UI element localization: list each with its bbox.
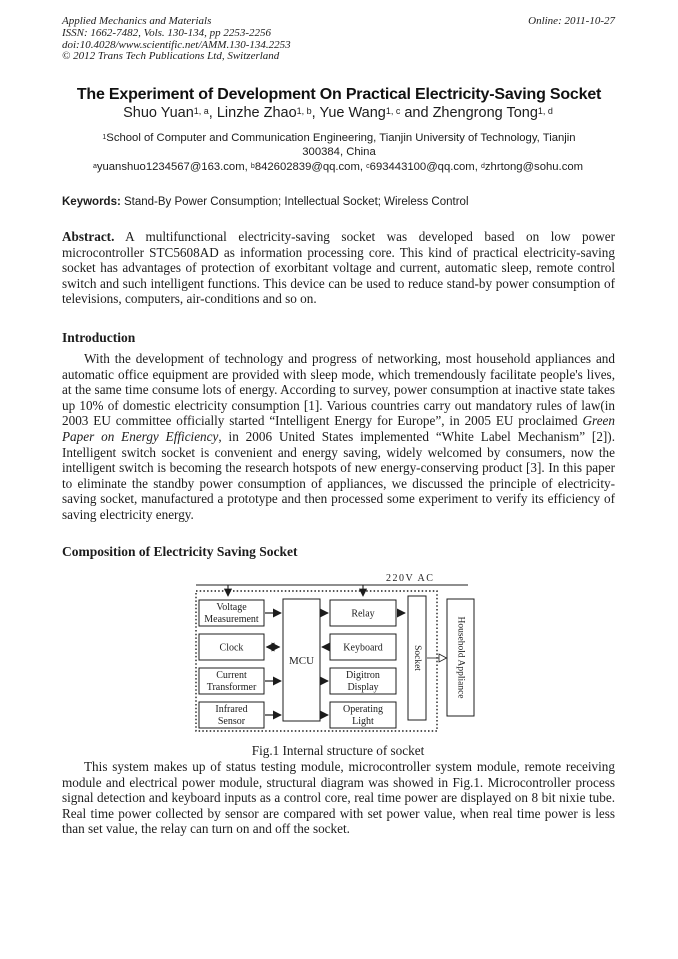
journal-doi: doi:10.4028/www.scientific.net/AMM.130-1… bbox=[62, 38, 291, 51]
author-line: Shuo Yuan1, a, Linzhe Zhao1, b, Yue Wang… bbox=[62, 105, 614, 121]
author-name: Shuo Yuan bbox=[123, 105, 194, 121]
relay-box bbox=[329, 599, 397, 627]
email-sup: a bbox=[92, 162, 97, 170]
email-separator: , bbox=[359, 161, 367, 173]
operating-light-label-line2: Light bbox=[352, 716, 374, 727]
email-sup: b bbox=[250, 162, 255, 170]
paper-title: The Experiment of Development On Practic… bbox=[76, 86, 602, 103]
current-transformer-label-line2: Transformer bbox=[207, 682, 257, 693]
affiliation-text: School of Computer and Communication Eng… bbox=[106, 132, 576, 158]
composition-paragraph: This system makes up of status testing m… bbox=[62, 759, 615, 837]
mcu-label: MCU bbox=[289, 655, 314, 667]
relay-label: Relay bbox=[351, 609, 374, 620]
digitron-display-box bbox=[329, 667, 397, 695]
arrow-socket-to-appliance-head bbox=[438, 653, 448, 663]
clock-box bbox=[198, 633, 265, 661]
introduction-italic-phrase: Green Paper on Energy Efficiency bbox=[62, 413, 615, 444]
keywords-label: Keywords: bbox=[62, 196, 121, 208]
voltage-measurement-label-line2: Measurement bbox=[204, 614, 259, 625]
author-name: Linzhe Zhao bbox=[216, 105, 297, 121]
current-transformer-label-line1: Current bbox=[216, 670, 247, 681]
infrared-sensor-label-line2: Sensor bbox=[218, 716, 246, 727]
email-address: 693443100@qq.com bbox=[369, 161, 475, 173]
clock-label: Clock bbox=[220, 643, 244, 654]
voltage-measurement-label-line1: Voltage bbox=[216, 602, 247, 613]
email-sup: d bbox=[481, 162, 485, 170]
operating-light-label-line1: Operating bbox=[343, 704, 383, 715]
socket-box bbox=[407, 595, 427, 721]
affiliation-sup: 1 bbox=[102, 133, 107, 141]
digitron-display-label-line1: Digitron bbox=[346, 670, 380, 681]
email-separator: , bbox=[244, 161, 251, 173]
infrared-sensor-label-line1: Infrared bbox=[215, 704, 247, 715]
figure-1-diagram: 220V AC Voltage Measurement Clock Curren… bbox=[195, 573, 475, 732]
author-name: Zhengrong Tong bbox=[432, 105, 538, 121]
email-address: 842602839@qq.com bbox=[254, 161, 360, 173]
email-sup: c bbox=[366, 162, 370, 170]
journal-issn: ISSN: 1662-7482, Vols. 130-134, pp 2253-… bbox=[62, 26, 271, 39]
household-appliance-box bbox=[446, 598, 475, 717]
email-line: ayuanshuo1234567@163.com, b842602839@qq.… bbox=[62, 161, 614, 173]
author-sup: 1, b bbox=[296, 105, 312, 116]
mcu-box bbox=[282, 598, 321, 722]
author-sup: 1, c bbox=[385, 105, 401, 116]
email-address: yuanshuo1234567@163.com bbox=[96, 161, 245, 173]
current-transformer-box bbox=[198, 667, 265, 695]
introduction-paragraph: With the development of technology and p… bbox=[62, 351, 615, 523]
abstract-text: A multifunctional electricity-saving soc… bbox=[62, 229, 615, 307]
email-separator: , bbox=[474, 161, 481, 173]
author-separator: , bbox=[208, 105, 217, 121]
author-sup: 1, a bbox=[193, 105, 209, 116]
journal-title: Applied Mechanics and Materials bbox=[62, 15, 212, 27]
author-separator: and bbox=[400, 105, 433, 121]
abstract-label: Abstract. bbox=[62, 229, 115, 244]
voltage-measurement-box bbox=[198, 599, 265, 627]
power-source-label: 220V AC bbox=[386, 573, 434, 584]
keywords-line: Keywords: Stand-By Power Consumption; In… bbox=[62, 196, 614, 208]
journal-copyright: © 2012 Trans Tech Publications Ltd, Swit… bbox=[62, 50, 280, 63]
household-appliance-label: Household Appliance bbox=[456, 616, 466, 698]
operating-light-box bbox=[329, 701, 397, 729]
abstract-paragraph: Abstract. A multifunctional electricity-… bbox=[62, 229, 615, 307]
digitron-display-label-line2: Display bbox=[347, 682, 378, 693]
journal-header: Applied Mechanics and Materials ISSN: 16… bbox=[62, 15, 422, 63]
introduction-text-after: , in 2006 United States implemented “Whi… bbox=[62, 428, 615, 522]
author-name: Yue Wang bbox=[319, 105, 386, 121]
composition-heading: Composition of Electricity Saving Socket bbox=[62, 544, 298, 559]
email-address: zhrtong@sohu.com bbox=[484, 161, 584, 173]
introduction-heading: Introduction bbox=[62, 330, 136, 345]
author-separator: , bbox=[311, 105, 320, 121]
keyboard-label: Keyboard bbox=[343, 643, 382, 654]
online-date: Online: 2011-10-27 bbox=[528, 15, 615, 27]
figure-1-caption: Fig.1 Internal structure of socket bbox=[251, 743, 425, 758]
socket-label: Socket bbox=[412, 645, 422, 671]
affiliation: 1School of Computer and Communication En… bbox=[89, 131, 589, 159]
infrared-sensor-box bbox=[198, 701, 265, 729]
author-sup: 1, d bbox=[537, 105, 553, 116]
keyboard-box bbox=[329, 633, 397, 661]
introduction-text-before: With the development of technology and p… bbox=[62, 351, 615, 429]
socket-enclosure-border bbox=[195, 590, 438, 732]
keywords-text: Stand-By Power Consumption; Intellectual… bbox=[120, 196, 469, 208]
